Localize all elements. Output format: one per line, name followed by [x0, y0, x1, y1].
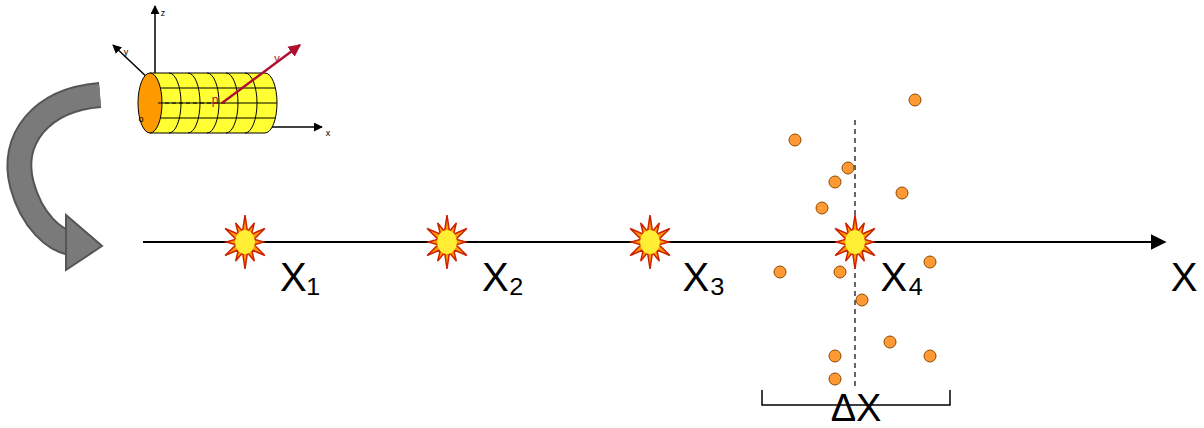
cylinder-body — [150, 73, 277, 133]
explosion-core — [235, 230, 255, 254]
grid-line — [160, 118, 275, 119]
vector-label: v — [274, 53, 280, 64]
point-label: p — [212, 94, 219, 106]
axis-label: y — [124, 48, 129, 57]
particle — [829, 350, 841, 362]
particle-group — [774, 94, 936, 385]
position-label: X₂ — [482, 257, 524, 297]
particle — [789, 134, 801, 146]
transition-arrow-head — [66, 215, 102, 270]
transition-arrow-body — [19, 95, 100, 243]
y-axis — [113, 45, 150, 80]
explosion-symbol — [630, 215, 670, 269]
particle — [834, 266, 846, 278]
explosion-core — [640, 230, 660, 254]
x-axis — [265, 126, 322, 128]
cylinder-grid — [160, 73, 277, 133]
explosion-symbol — [835, 215, 875, 269]
particle — [816, 202, 828, 214]
position-label: X₁ — [280, 257, 320, 297]
particle — [924, 256, 936, 268]
particle — [909, 94, 921, 106]
explosion-outer — [835, 215, 875, 269]
origin-label: o — [138, 115, 143, 124]
explosion-outer — [630, 215, 670, 269]
particle — [896, 187, 908, 199]
explosion-symbol — [427, 215, 467, 269]
explosion-core — [437, 230, 457, 254]
explosion-outer — [225, 215, 265, 269]
particle — [829, 373, 841, 385]
transition-arrow-fill — [19, 95, 100, 243]
particle — [924, 350, 936, 362]
explosion-symbol — [225, 215, 265, 269]
axis-label: x — [326, 129, 331, 138]
position-label: X₄ — [880, 257, 923, 297]
z-axis — [154, 6, 156, 80]
explosion-outer — [427, 215, 467, 269]
particle — [884, 336, 896, 348]
particle — [829, 176, 841, 188]
particle — [842, 162, 854, 174]
explosion-core — [845, 230, 865, 254]
velocity-vector — [222, 45, 300, 103]
grid-line — [160, 88, 275, 89]
particle — [774, 266, 786, 278]
position-label: X₃ — [683, 257, 726, 297]
particle — [856, 294, 868, 306]
axis-label: X — [1171, 257, 1198, 297]
axis-label: z — [161, 9, 166, 18]
explosion-group — [225, 215, 875, 269]
range-label: ΔX — [831, 389, 882, 427]
